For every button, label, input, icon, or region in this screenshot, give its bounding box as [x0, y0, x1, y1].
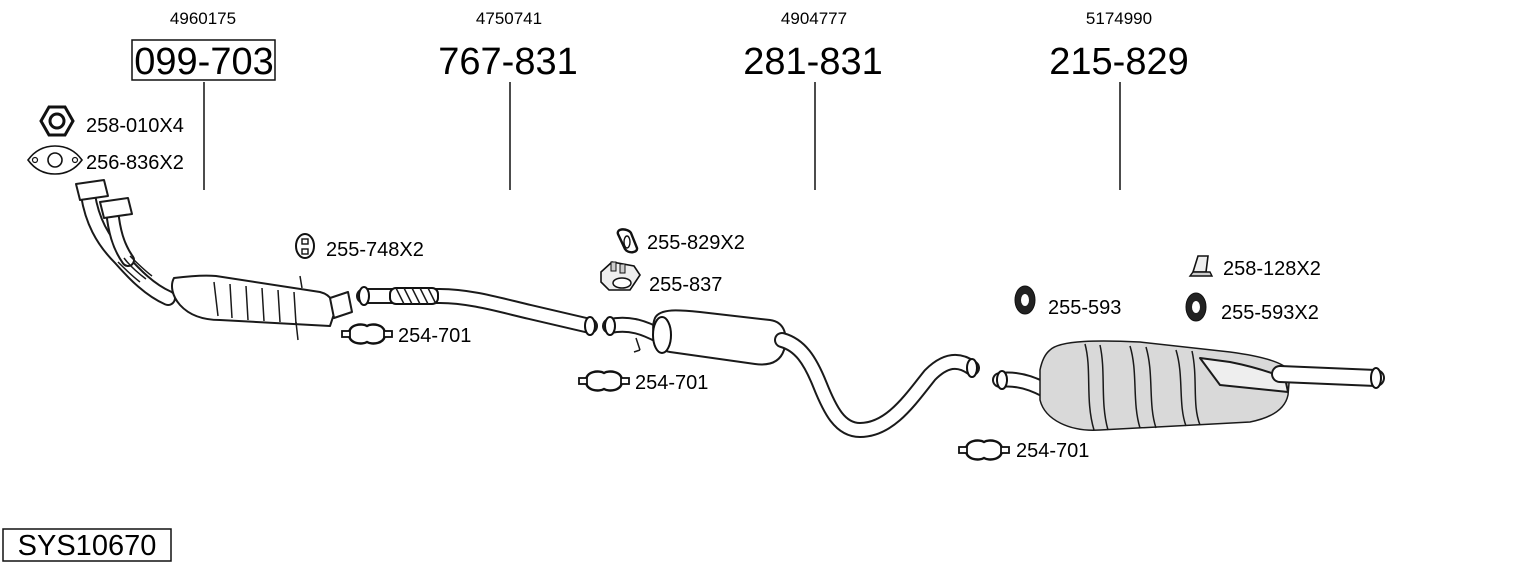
rubber-mount-icon [295, 233, 315, 259]
accessory-label-bracket-mount[interactable]: 255-837 [649, 274, 722, 296]
front-pipe-drawing [356, 286, 598, 336]
accessory-label-clamp[interactable]: 254-701 [398, 325, 471, 347]
flange-gasket-icon [27, 145, 83, 175]
part-group-middle-silencer: 4904777 281-831 [743, 9, 883, 190]
rubber-hanger-icon [616, 228, 639, 254]
accessory-label-gasket[interactable]: 256-836X2 [86, 152, 184, 174]
accessory-label-clamp[interactable]: 254-701 [635, 372, 708, 394]
bracket-mount-icon [600, 261, 641, 291]
accessory-label-mount[interactable]: 255-748X2 [326, 239, 424, 261]
hex-nut-icon [39, 105, 75, 137]
accessory-label-ring[interactable]: 255-593X2 [1221, 302, 1319, 324]
accessory-label-bracket[interactable]: 258-128X2 [1223, 258, 1321, 280]
oem-number: 4904777 [781, 9, 847, 28]
mounting-bracket-icon [1188, 255, 1214, 277]
rubber-ring-icon [1185, 292, 1207, 322]
middle-silencer-drawing [602, 309, 980, 438]
pipe-clamp-icon [578, 370, 630, 392]
part-number[interactable]: 099-703 [134, 41, 273, 83]
rear-silencer-drawing [992, 340, 1385, 431]
pipe-clamp-icon [958, 439, 1010, 461]
oem-number: 4960175 [170, 9, 236, 28]
part-number[interactable]: 281-831 [743, 41, 882, 83]
pipe-clamp-icon [341, 323, 393, 345]
oem-number: 4750741 [476, 9, 542, 28]
rubber-ring-icon [1014, 285, 1036, 315]
accessory-label-nut[interactable]: 258-010X4 [86, 115, 184, 137]
accessory-label-clamp[interactable]: 254-701 [1016, 440, 1089, 462]
system-code-box: SYS10670 [2, 528, 172, 562]
part-group-catalytic-converter: 4960175 099-703 [131, 9, 276, 190]
part-group-front-pipe: 4750741 767-831 [438, 9, 578, 190]
part-number[interactable]: 767-831 [438, 41, 577, 83]
oem-number: 5174990 [1086, 9, 1152, 28]
system-code: SYS10670 [18, 530, 157, 562]
part-number[interactable]: 215-829 [1049, 41, 1188, 83]
accessory-label-ring[interactable]: 255-593 [1048, 297, 1121, 319]
catalytic-converter-drawing [75, 179, 353, 341]
part-number-box [131, 39, 276, 81]
accessory-label-hanger[interactable]: 255-829X2 [647, 232, 745, 254]
part-group-rear-silencer: 5174990 215-829 [1049, 9, 1189, 190]
